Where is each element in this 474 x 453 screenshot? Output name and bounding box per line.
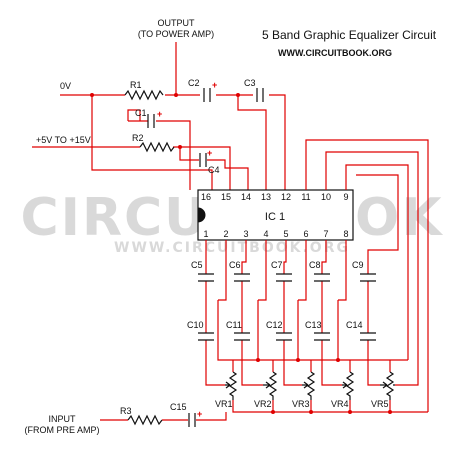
supply-label: +5V TO +15V <box>36 135 91 145</box>
input-label-line1: INPUT <box>49 414 77 424</box>
variable-resistor-vr3: VR3 <box>292 371 316 409</box>
pin-11: 11 <box>301 192 310 202</box>
pin-8: 8 <box>343 229 348 239</box>
pin-7: 7 <box>323 229 328 239</box>
capacitor-c13: C13 <box>305 320 342 386</box>
polarity-c1: + <box>157 109 162 119</box>
pin-9: 9 <box>343 192 348 202</box>
pin-5: 5 <box>283 229 288 239</box>
pin-13: 13 <box>261 192 271 202</box>
label-vr2: VR2 <box>254 399 272 409</box>
junction-dots-bottom <box>256 358 392 414</box>
variable-resistor-vr1: VR1 <box>215 371 238 409</box>
pin-16: 16 <box>201 192 211 202</box>
variable-resistor-vr4: VR4 <box>331 371 355 409</box>
ic1: IC 1 16 15 14 13 12 11 10 9 1 2 3 4 5 6 … <box>197 189 354 241</box>
bottom-pin-wiring <box>205 240 347 301</box>
variable-resistor-vr5: VR5 <box>371 371 395 409</box>
input-label-line2: (FROM PRE AMP) <box>24 425 99 435</box>
cap-row-upper: C5 C6 C7 C8 C9 <box>191 260 376 320</box>
pin-3: 3 <box>243 229 248 239</box>
pin-10: 10 <box>321 192 331 202</box>
label-c13: C13 <box>305 320 322 330</box>
label-c4: C4 <box>208 165 220 175</box>
label-vr5: VR5 <box>371 399 389 409</box>
vr-group: VR1 VR2 VR3 VR4 VR5 <box>215 371 395 409</box>
polarity-c2: + <box>212 80 217 90</box>
label-r2: R2 <box>132 133 144 143</box>
capacitor-c5: C5 <box>191 260 214 320</box>
label-c10: C10 <box>187 320 204 330</box>
label-r1: R1 <box>130 80 142 90</box>
watermark-sub: WWW.CIRCUITBOOK.ORG <box>114 240 350 256</box>
label-c12: C12 <box>266 320 283 330</box>
variable-resistor-vr2: VR2 <box>254 371 278 409</box>
capacitor-c14: C14 <box>346 320 380 386</box>
resistor-r1: R1 <box>124 80 164 101</box>
capacitor-c11: C11 <box>226 320 263 386</box>
cap-row-lower: C10 C11 C12 C13 C14 <box>187 320 380 386</box>
capacitor-c9: C9 <box>352 260 376 320</box>
resistor-r3: R3 <box>120 406 163 426</box>
label-c6: C6 <box>229 260 241 270</box>
pin-6: 6 <box>303 229 308 239</box>
polarity-c4: + <box>207 148 212 158</box>
output-label-line2: (TO POWER AMP) <box>138 29 214 39</box>
label-vr1: VR1 <box>215 399 233 409</box>
pin-14: 14 <box>241 192 251 202</box>
label-c9: C9 <box>352 260 364 270</box>
pin-12: 12 <box>281 192 291 202</box>
right-wiring <box>305 139 429 412</box>
output-label-line1: OUTPUT <box>158 18 196 28</box>
website-label: WWW.CIRCUITBOOK.ORG <box>278 48 392 58</box>
capacitor-c6: C6 <box>229 260 250 320</box>
capacitor-c8: C8 <box>309 260 330 320</box>
capacitor-c4: C4 + <box>199 148 220 175</box>
label-r3: R3 <box>120 406 132 416</box>
label-c15: C15 <box>170 402 187 412</box>
diagram-title: 5 Band Graphic Equalizer Circuit <box>262 28 437 42</box>
label-c11: C11 <box>226 320 242 330</box>
capacitor-c1: C1 + <box>127 108 162 128</box>
pin-2: 2 <box>223 229 228 239</box>
label-vr3: VR3 <box>292 399 310 409</box>
ic1-name: IC 1 <box>265 211 285 223</box>
pin-1: 1 <box>203 229 208 239</box>
junction-dots-top <box>90 93 240 149</box>
ic1-bottom-pins: 1 2 3 4 5 6 7 8 <box>203 229 348 239</box>
label-c1: C1 <box>135 108 147 118</box>
capacitor-c10: C10 <box>187 320 225 386</box>
capacitor-c7: C7 <box>271 260 292 320</box>
ground-label: 0V <box>60 81 71 91</box>
input-path: R3 C15 + <box>100 402 227 427</box>
label-c7: C7 <box>271 260 283 270</box>
resistor-r2: R2 <box>132 133 175 153</box>
label-c14: C14 <box>346 320 363 330</box>
vr-bus <box>217 300 428 413</box>
pin-4: 4 <box>263 229 268 239</box>
label-c8: C8 <box>309 260 321 270</box>
label-c3: C3 <box>244 78 256 88</box>
label-c2: C2 <box>188 78 200 88</box>
capacitor-c3: C3 <box>244 78 264 102</box>
ic1-top-pins: 16 15 14 13 12 11 10 9 <box>201 192 349 202</box>
pin-15: 15 <box>221 192 231 202</box>
label-c5: C5 <box>191 260 203 270</box>
capacitor-c2: C2 + <box>188 78 217 102</box>
capacitor-c15: C15 + <box>170 402 202 427</box>
label-vr4: VR4 <box>331 399 349 409</box>
capacitor-c12: C12 <box>266 320 302 386</box>
polarity-c15: + <box>197 409 202 419</box>
